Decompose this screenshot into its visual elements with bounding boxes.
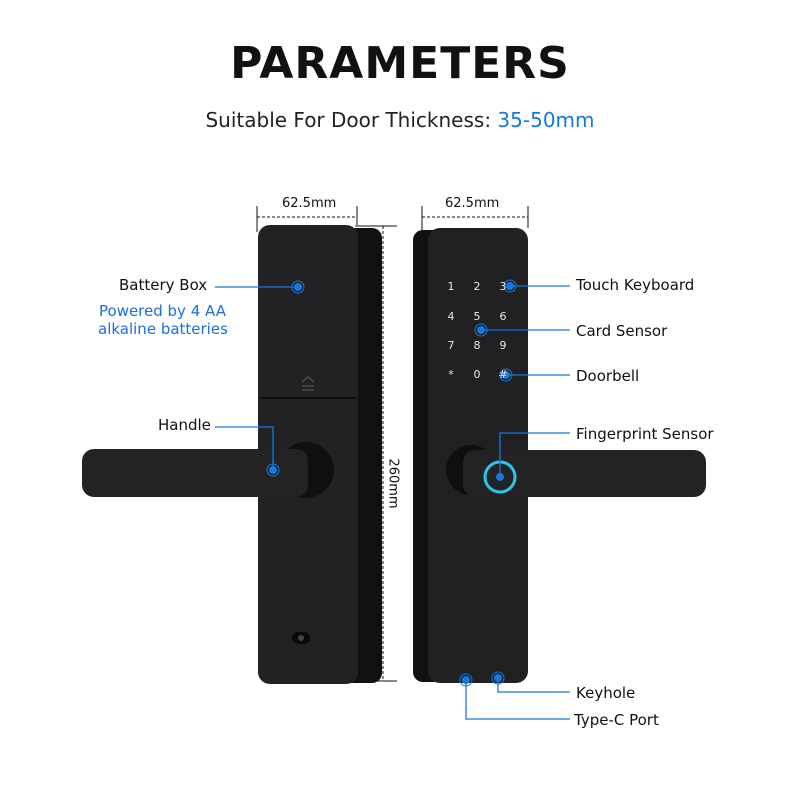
card-sensor-label: Card Sensor: [576, 322, 668, 340]
height-label: 260mm: [385, 458, 401, 509]
key-1: 1: [447, 280, 455, 293]
touch-keyboard-dot: [503, 279, 517, 293]
page-title: PARAMETERS: [230, 38, 570, 89]
keyhole-dot: [298, 635, 304, 641]
key-4: 4: [447, 310, 455, 323]
battery-box-dot: [291, 280, 305, 294]
card-sensor-dot: [474, 323, 488, 337]
left-handle: [82, 449, 308, 497]
key-0: 0: [473, 368, 481, 381]
key-9: 9: [499, 339, 507, 352]
type-c-dot: [459, 673, 473, 687]
callout-dots: [266, 279, 517, 687]
key-7: 7: [447, 339, 455, 352]
fingerprint-dot: [496, 473, 504, 481]
subtitle: Suitable For Door Thickness: 35-50mm: [0, 108, 800, 132]
key-3: 3: [499, 280, 507, 293]
key-2: 2: [473, 280, 481, 293]
door-thickness-value: 35-50mm: [497, 108, 595, 132]
touch-keyboard-label: Touch Keyboard: [576, 276, 695, 294]
arrow-up-icon: [301, 376, 315, 391]
battery-note-line2: alkaline batteries: [98, 320, 228, 338]
key-hash: #: [498, 368, 508, 381]
battery-note-line1: Powered by 4 AA: [99, 302, 226, 320]
keyhole-label: Keyhole: [576, 684, 636, 702]
key-6: 6: [499, 310, 507, 323]
type-c-port-label: Type-C Port: [574, 711, 659, 729]
battery-box-label: Battery Box: [119, 276, 208, 294]
key-star: *: [448, 368, 454, 381]
left-width-label: 62.5mm: [282, 196, 337, 211]
left-lock: [82, 225, 382, 684]
key-8: 8: [473, 339, 481, 352]
handle-label: Handle: [158, 416, 211, 434]
doorbell-label: Doorbell: [576, 367, 640, 385]
subtitle-prefix: Suitable For Door Thickness:: [205, 108, 492, 132]
keyhole-dot: [491, 671, 505, 685]
doorbell-dot: [499, 368, 513, 382]
dimension-lines: [256, 206, 529, 682]
callout-lines: [215, 285, 570, 720]
right-lock: [413, 228, 706, 683]
key-5: 5: [473, 310, 481, 323]
fingerprint-sensor-label: Fingerprint Sensor: [576, 425, 714, 443]
handle-dot: [266, 463, 280, 477]
right-width-label: 62.5mm: [445, 196, 500, 211]
right-handle: [463, 450, 706, 497]
